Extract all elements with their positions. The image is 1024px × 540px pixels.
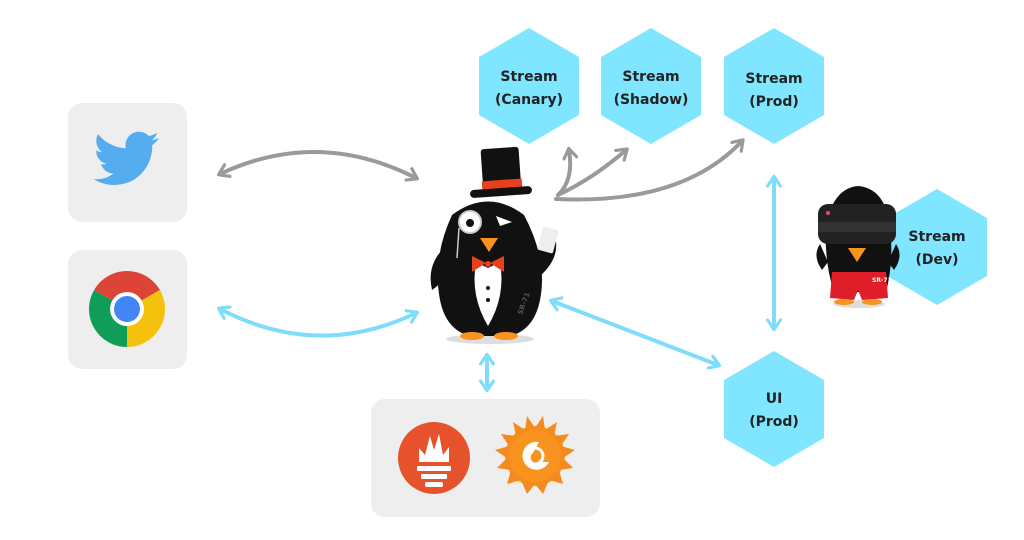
chrome-icon [89, 271, 165, 347]
hex-stream-shadow: Stream (Shadow) [601, 28, 701, 144]
dev-penguin-badge: SR-71 [872, 277, 892, 284]
hex-ui-prod: UI (Prod) [724, 351, 824, 467]
hex-stream-prod: Stream (Prod) [724, 28, 824, 144]
hex-stream-shadow-line1: Stream [622, 69, 679, 85]
dev-penguin-mascot: SR-71 [816, 186, 900, 308]
arrow-mascot-shadow [556, 147, 629, 197]
arrow-mascot-ui [548, 296, 722, 370]
twitter-bird-icon [93, 131, 159, 185]
hex-stream-dev-line1: Stream [908, 229, 965, 245]
arrow-mascot-prod [554, 138, 745, 202]
hex-ui-prod-line1: UI [766, 391, 783, 407]
hex-stream-canary-line1: Stream [500, 69, 557, 85]
arrow-chrome-mascot [216, 305, 420, 338]
hex-stream-canary: Stream (Canary) [479, 28, 579, 144]
hex-stream-shadow-line2: (Shadow) [614, 92, 689, 108]
hex-stream-dev-line2: (Dev) [915, 252, 958, 268]
prometheus-icon [398, 422, 470, 494]
hex-stream-prod-line2: (Prod) [749, 94, 799, 110]
penguin-mascot: SR-71 [430, 146, 559, 344]
grafana-icon [495, 416, 575, 494]
hex-stream-canary-line2: (Canary) [495, 92, 563, 108]
hex-stream-prod-line1: Stream [745, 71, 802, 87]
hex-ui-prod-line2: (Prod) [749, 414, 799, 430]
arrow-twitter-mascot [216, 149, 420, 182]
hex-stream-dev: Stream (Dev) [887, 189, 987, 305]
